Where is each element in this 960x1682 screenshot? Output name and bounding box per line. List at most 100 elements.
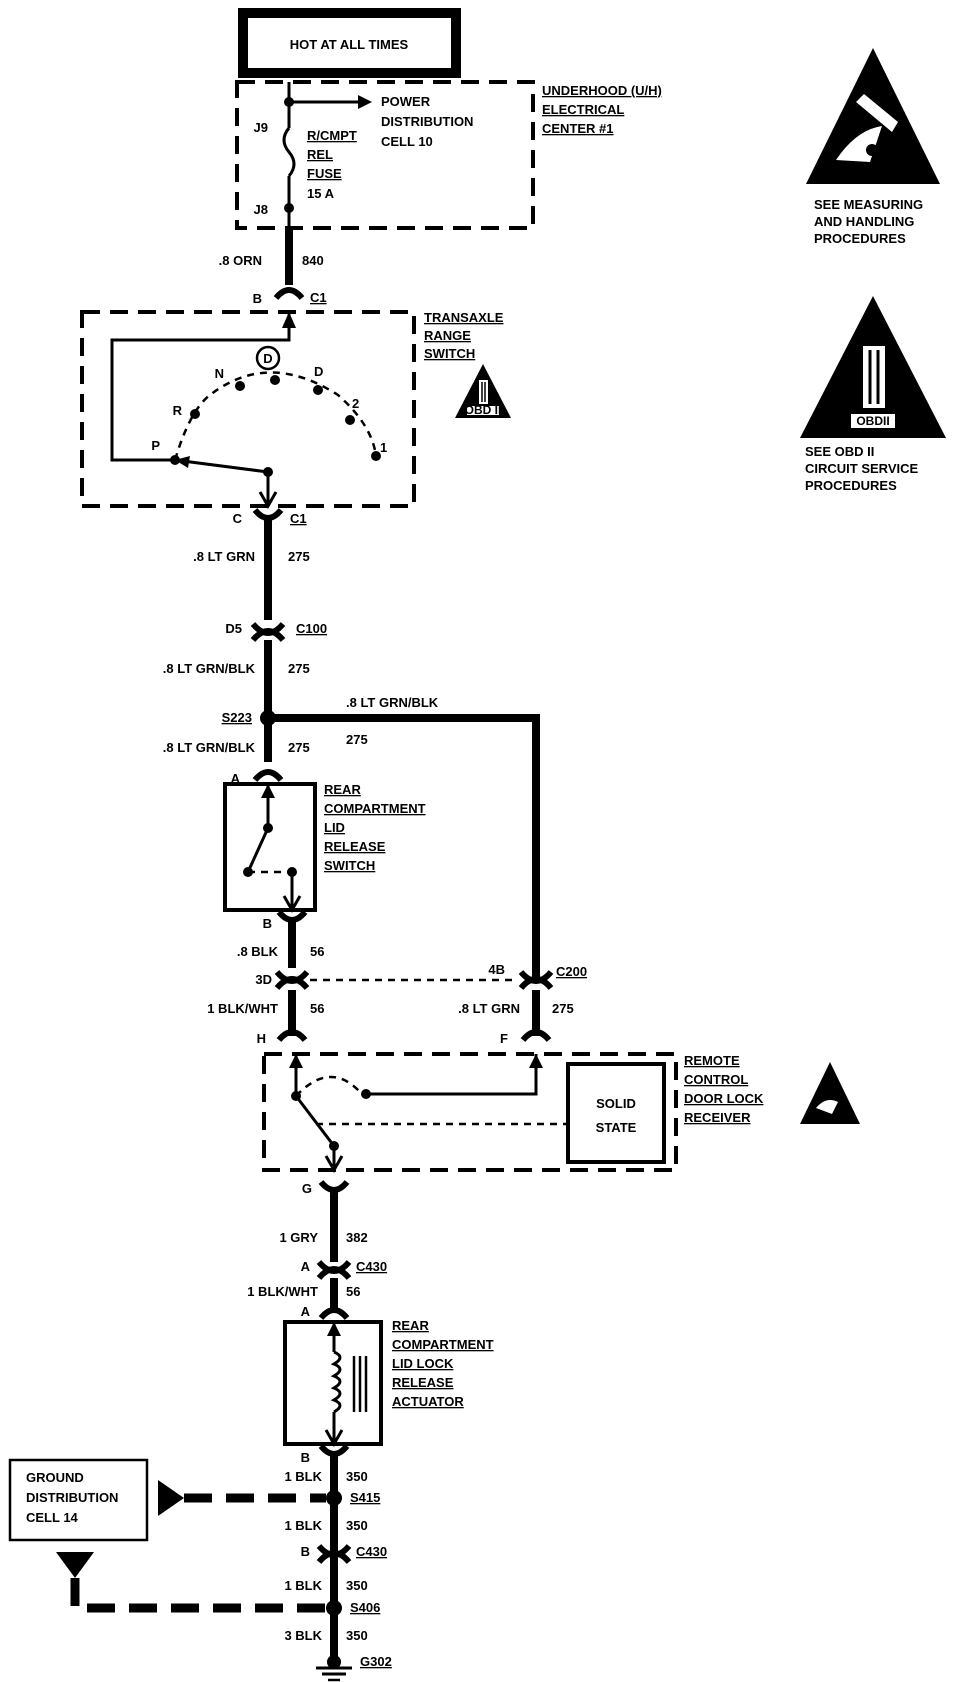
c430-connector-bottom bbox=[316, 1266, 352, 1281]
pin-a-connector bbox=[252, 769, 284, 783]
obd-ii-small-icon: OBD II bbox=[455, 364, 511, 418]
wire-840-color: .8 ORN bbox=[219, 253, 262, 268]
c200-right-pin: 4B bbox=[488, 962, 505, 977]
ground-box-line: DISTRIBUTION bbox=[26, 1490, 118, 1505]
wire-275e-color: .8 LT GRN bbox=[458, 1001, 520, 1016]
receiver-title-line: REMOTE bbox=[684, 1053, 740, 1068]
j9-label: J9 bbox=[254, 120, 268, 135]
solenoid-coil-icon bbox=[330, 1350, 342, 1414]
position-d: D bbox=[314, 364, 323, 379]
underhood-title-line: ELECTRICAL bbox=[542, 102, 624, 117]
actuator-pin-a-connector bbox=[318, 1307, 350, 1321]
solid-state-line: SOLID bbox=[596, 1096, 636, 1111]
wire-56b-number: 56 bbox=[310, 1001, 324, 1016]
wire-350b-color: 1 BLK bbox=[284, 1518, 322, 1533]
rear-switch-title-line: COMPARTMENT bbox=[324, 801, 426, 816]
receiver-title-line: RECEIVER bbox=[684, 1110, 751, 1125]
receiver-title-line: DOOR LOCK bbox=[684, 1091, 764, 1106]
s415-label: S415 bbox=[350, 1490, 380, 1505]
ground-box-line: CELL 14 bbox=[26, 1510, 79, 1525]
obd-note-line: CIRCUIT SERVICE bbox=[805, 461, 918, 476]
j8-label: J8 bbox=[254, 202, 268, 217]
c200-left-bottom bbox=[274, 976, 310, 991]
receiver-box bbox=[262, 1052, 678, 1172]
ground-dashed-links bbox=[56, 1480, 326, 1613]
s406-label: S406 bbox=[350, 1600, 380, 1615]
pd-label-line: CELL 10 bbox=[381, 134, 433, 149]
wire-275b-number: 275 bbox=[288, 661, 310, 676]
c200-name: C200 bbox=[556, 964, 587, 979]
s415-splice bbox=[326, 1490, 342, 1506]
wire-350c-color: 1 BLK bbox=[284, 1578, 322, 1593]
position-p: P bbox=[151, 438, 160, 453]
rear-release-switch-internal bbox=[243, 784, 302, 914]
wire-275d-color: .8 LT GRN/BLK bbox=[346, 695, 439, 710]
wire-275d-number: 275 bbox=[346, 732, 368, 747]
c430b-pin: B bbox=[301, 1544, 310, 1559]
transaxle-title-line: RANGE bbox=[424, 328, 471, 343]
wire-275-branch bbox=[268, 714, 540, 978]
underhood-center-box bbox=[235, 80, 535, 230]
wire-275e-number: 275 bbox=[552, 1001, 574, 1016]
actuator-pin-b-connector bbox=[318, 1443, 350, 1457]
c200-right-bottom bbox=[518, 976, 554, 991]
c1-bottom-name: C1 bbox=[290, 511, 307, 526]
transaxle-internal: P R N D D 2 1 bbox=[110, 312, 387, 510]
obd-note-line: SEE OBD II bbox=[805, 444, 874, 459]
c200-left-pin: 3D bbox=[255, 972, 272, 987]
wire-56c-color: 1 BLK/WHT bbox=[247, 1284, 318, 1299]
wire-350a-color: 1 BLK bbox=[284, 1469, 322, 1484]
actuator-title-line: LID LOCK bbox=[392, 1356, 454, 1371]
g302-label: G302 bbox=[360, 1654, 392, 1669]
fuse-label-line: FUSE bbox=[307, 166, 342, 181]
c1-top-name: C1 bbox=[310, 290, 327, 305]
wire-56c-number: 56 bbox=[346, 1284, 360, 1299]
rear-switch-title-line: RELEASE bbox=[324, 839, 386, 854]
rear-release-switch-box bbox=[223, 782, 317, 912]
c100-pin: D5 bbox=[225, 621, 242, 636]
receiver-internal: SOLID STATE bbox=[289, 1054, 666, 1174]
obd-small-label: OBD II bbox=[465, 403, 502, 417]
pin-g-label: G bbox=[302, 1181, 312, 1196]
c430-pin: A bbox=[301, 1259, 311, 1274]
wire-350a-number: 350 bbox=[346, 1469, 368, 1484]
wire-382-number: 382 bbox=[346, 1230, 368, 1245]
c100-name: C100 bbox=[296, 621, 327, 636]
transaxle-title: TRANSAXLE RANGE SWITCH bbox=[424, 310, 504, 361]
rear-switch-title-line: REAR bbox=[324, 782, 361, 797]
wire-275b-color: .8 LT GRN/BLK bbox=[163, 661, 256, 676]
arrow-left-icon bbox=[175, 456, 190, 468]
esd-note-line: AND HANDLING bbox=[814, 214, 914, 229]
ground-distribution-box bbox=[8, 1458, 149, 1542]
underhood-title-line: CENTER #1 bbox=[542, 121, 614, 136]
pin-a1-label: A bbox=[231, 771, 241, 786]
c430b-connector-bottom bbox=[316, 1550, 352, 1565]
wire-275c-color: .8 LT GRN/BLK bbox=[163, 740, 256, 755]
ground-box-line: GROUND bbox=[26, 1470, 84, 1485]
wire-382-color: 1 GRY bbox=[279, 1230, 318, 1245]
wire-275a-color: .8 LT GRN bbox=[193, 549, 255, 564]
fuse-label-line: 15 A bbox=[307, 186, 335, 201]
wire-56b-color: 1 BLK/WHT bbox=[207, 1001, 278, 1016]
wire-275c-number: 275 bbox=[288, 740, 310, 755]
pin-f-connector bbox=[520, 1029, 552, 1043]
overdrive-circle bbox=[255, 345, 281, 371]
s223-label: S223 bbox=[222, 710, 252, 725]
hot-label: HOT AT ALL TIMES bbox=[290, 37, 409, 52]
obd-badge-label: OBDII bbox=[856, 414, 889, 428]
c1-bottom-pin: C bbox=[233, 511, 243, 526]
fuse-label-line: REL bbox=[307, 147, 333, 162]
esd-note-line: SEE MEASURING bbox=[814, 197, 923, 212]
pin-g-connector bbox=[318, 1179, 350, 1193]
actuator-title-line: COMPARTMENT bbox=[392, 1337, 494, 1352]
transaxle-range-switch-box bbox=[80, 310, 416, 508]
rear-switch-title-line: SWITCH bbox=[324, 858, 375, 873]
wire-350d-color: 3 BLK bbox=[284, 1628, 322, 1643]
g302-ground-icon bbox=[316, 1655, 352, 1682]
actuator-title-line: RELEASE bbox=[392, 1375, 454, 1390]
solid-state-box bbox=[566, 1062, 666, 1164]
wire-350c-number: 350 bbox=[346, 1578, 368, 1593]
hot-at-all-times-box: HOT AT ALL TIMES bbox=[238, 8, 461, 78]
triangle-right-icon bbox=[158, 1480, 184, 1516]
c1-top-connector bbox=[273, 287, 305, 301]
